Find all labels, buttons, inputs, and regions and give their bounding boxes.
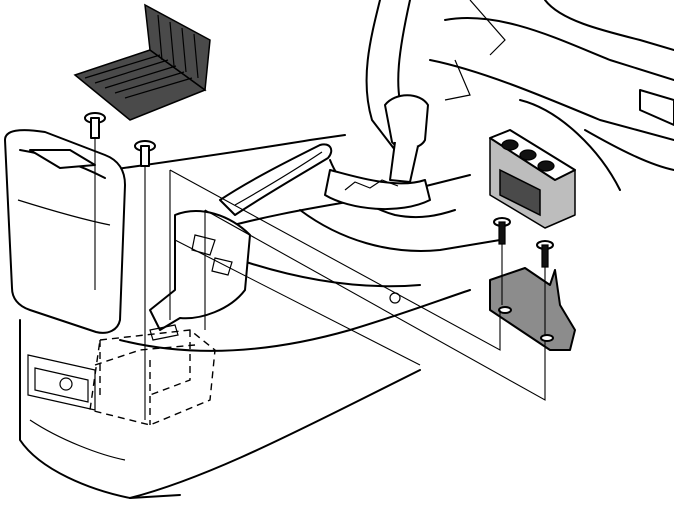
rear-vent-inner: [34, 367, 89, 403]
guide-line-to-bracket-left: [169, 169, 501, 351]
armrest-lid: [4, 129, 126, 334]
armrest-padding-line: [17, 199, 111, 226]
mounting-bracket: [489, 267, 576, 351]
dash-lower-line: [429, 59, 674, 141]
dash-lever: [469, 0, 506, 56]
cup-hole-2: [519, 149, 537, 161]
cup-hole-1: [501, 139, 519, 151]
rear-screw-right: [134, 140, 156, 420]
parking-brake-lever: [219, 143, 333, 216]
bracket-body: [489, 267, 576, 351]
screw-shank: [90, 117, 100, 139]
gear-gate-slot: [344, 179, 399, 191]
storage-tray-back-wall: [144, 3, 211, 92]
car-interior-background: [365, 0, 674, 191]
bracket-hole-left: [498, 306, 512, 314]
console-bezel: [149, 210, 251, 331]
console-rear-base: [19, 319, 181, 499]
cupholder-insert: [489, 129, 576, 229]
console-top-edge: [109, 134, 346, 171]
dash-bracket: [444, 59, 471, 101]
console-opening: [89, 210, 251, 426]
guide-line-to-bracket-right: [204, 209, 546, 401]
screw-shank: [541, 244, 549, 268]
seat-cushion-line: [519, 99, 621, 191]
hidden-box-edge-4: [94, 344, 196, 366]
gear-stalk: [389, 141, 419, 183]
gear-gate-plate: [324, 169, 431, 210]
cup-hole-3: [537, 160, 555, 172]
console-side-edge: [239, 259, 421, 288]
console-mid-edge: [299, 209, 501, 252]
door-handle: [639, 89, 674, 126]
storage-tray-wall-ribs: [157, 14, 199, 79]
screw-shank: [498, 221, 506, 245]
dash-vent-line: [544, 0, 674, 51]
bracket-hole-right: [540, 334, 554, 342]
seat-edge-line: [584, 129, 674, 171]
gear-knob: [384, 94, 429, 150]
screw-shank: [140, 145, 150, 167]
a-pillar-line: [365, 0, 396, 151]
cupholder-front-recess: [499, 168, 541, 217]
console-bottom-edge: [129, 369, 421, 499]
bezel-slot-2: [211, 257, 233, 276]
gear-selector: [324, 94, 431, 210]
front-screw-left: [493, 217, 511, 245]
storage-tray-ribs: [84, 54, 193, 99]
guide-line-inner: [174, 239, 421, 366]
hidden-box-edge-3: [149, 330, 191, 396]
storage-tray: [73, 3, 211, 121]
rear-panel-crease: [29, 419, 126, 461]
console-lower-edge: [119, 289, 471, 352]
rear-vent-outline: [27, 354, 96, 411]
bezel-foot: [149, 324, 179, 341]
parking-brake-grip-line: [234, 151, 323, 206]
bezel-slot-1: [191, 234, 216, 256]
assembly-guide-lines: [169, 169, 546, 401]
rear-screw-left: [84, 112, 106, 290]
dash-top-line: [444, 17, 674, 81]
hidden-storage-box: [89, 329, 216, 426]
rear-power-outlet: [59, 377, 73, 391]
front-screw-right: [536, 240, 554, 268]
